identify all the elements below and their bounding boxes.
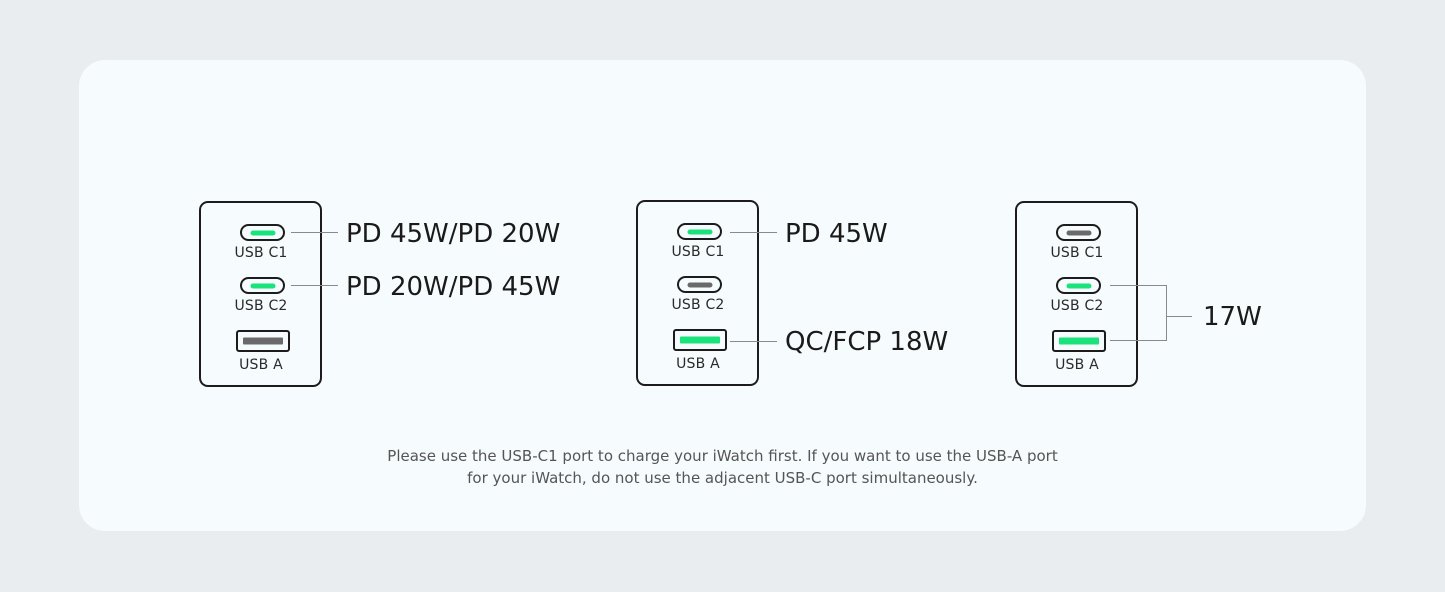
usage-note-line-1: Please use the USB-C1 port to charge you… xyxy=(387,447,1058,465)
output-label: PD 45W xyxy=(785,219,888,249)
output-label: 17W xyxy=(1203,302,1262,332)
port-label: USB A xyxy=(676,356,720,372)
usage-note: Please use the USB-C1 port to charge you… xyxy=(79,445,1366,489)
leader-line xyxy=(291,285,338,286)
charger-device: USB C1 USB C2 USB A xyxy=(1015,201,1138,387)
port-label: USB A xyxy=(239,357,283,373)
port-label: USB C1 xyxy=(1050,245,1104,261)
port-label: USB C1 xyxy=(671,244,725,260)
port-label: USB C2 xyxy=(671,297,725,313)
usb-a-port-icon xyxy=(673,329,727,351)
leader-line xyxy=(730,341,777,342)
output-label: PD 45W/PD 20W xyxy=(346,219,561,249)
usage-note-line-2: for your iWatch, do not use the adjacent… xyxy=(467,469,978,487)
charger-device: USB C1 USB C2 USB A xyxy=(199,201,322,387)
usb-a-port-icon xyxy=(236,330,290,352)
leader-line xyxy=(730,232,777,233)
usb-c1-port-icon xyxy=(240,224,285,241)
usb-a-port-icon xyxy=(1052,330,1106,352)
bracket-line xyxy=(1166,285,1167,341)
charging-diagram-card: USB C1 USB C2 USB A PD 45W/PD 20W PD 20W… xyxy=(79,60,1366,531)
output-label: QC/FCP 18W xyxy=(785,327,949,357)
usb-c1-port-icon xyxy=(1056,224,1101,241)
output-label: PD 20W/PD 45W xyxy=(346,272,561,302)
port-label: USB A xyxy=(1055,357,1099,373)
bracket-line xyxy=(1166,316,1192,317)
port-label: USB C2 xyxy=(234,298,288,314)
usb-c2-port-icon xyxy=(1056,277,1101,294)
port-label: USB C2 xyxy=(1050,298,1104,314)
port-label: USB C1 xyxy=(234,245,288,261)
charger-device: USB C1 USB C2 USB A xyxy=(636,200,759,386)
bracket-line xyxy=(1110,285,1166,286)
leader-line xyxy=(291,232,338,233)
usb-c2-port-icon xyxy=(240,277,285,294)
bracket-line xyxy=(1110,340,1166,341)
usb-c1-port-icon xyxy=(677,223,722,240)
usb-c2-port-icon xyxy=(677,276,722,293)
